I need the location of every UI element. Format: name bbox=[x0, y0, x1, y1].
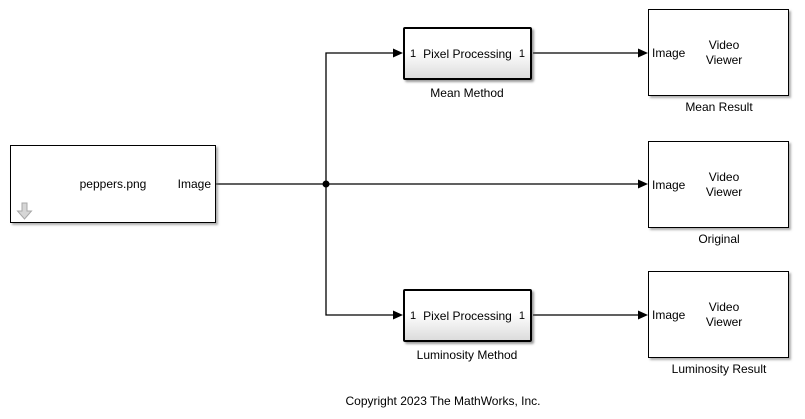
luminosity-method-outport-number: 1 bbox=[518, 309, 525, 322]
luminosity-method-block-label: Luminosity Method bbox=[416, 348, 518, 362]
mean-result-block-label: Mean Result bbox=[685, 100, 753, 114]
original-viewer-text: Video Viewer bbox=[705, 169, 743, 199]
mean-method-content: Pixel Processing bbox=[423, 46, 512, 61]
source-output-port-label: Image bbox=[177, 177, 211, 191]
mean-result-input-port-label: Image bbox=[652, 45, 686, 60]
mean-result-viewer-block[interactable]: Image Video Viewer bbox=[648, 9, 789, 96]
arrowhead-luminosity-result-input bbox=[638, 310, 648, 320]
wire-branch-to-mean-method[interactable] bbox=[325, 52, 395, 184]
image-source-block[interactable]: peppers.png Image bbox=[10, 145, 216, 223]
luminosity-result-input-port-label: Image bbox=[652, 307, 686, 322]
original-block-label: Original bbox=[698, 232, 740, 246]
mean-method-block-label: Mean Method bbox=[430, 86, 504, 100]
luminosity-result-block-label: Luminosity Result bbox=[671, 362, 767, 376]
original-viewer-block[interactable]: Image Video Viewer bbox=[648, 141, 789, 228]
download-arrow-icon bbox=[16, 202, 33, 220]
luminosity-result-viewer-text: Video Viewer bbox=[705, 299, 743, 329]
arrowhead-mean-result-input bbox=[638, 48, 648, 58]
mean-method-inport-number: 1 bbox=[410, 47, 417, 60]
arrowhead-luminosity-method-input bbox=[393, 310, 403, 320]
mean-result-viewer-text: Video Viewer bbox=[705, 37, 743, 67]
arrowhead-mean-method-input bbox=[393, 48, 403, 58]
mean-method-outport-number: 1 bbox=[518, 47, 525, 60]
luminosity-result-viewer-block[interactable]: Image Video Viewer bbox=[648, 271, 789, 358]
mean-method-block[interactable]: 1 Pixel Processing 1 bbox=[403, 27, 532, 80]
arrowhead-original-input bbox=[638, 179, 648, 189]
luminosity-method-content: Pixel Processing bbox=[423, 308, 512, 323]
original-input-port-label: Image bbox=[652, 177, 686, 192]
source-block-name: peppers.png bbox=[79, 177, 147, 191]
branch-point[interactable] bbox=[322, 180, 330, 188]
wire-branch-to-luminosity-method[interactable] bbox=[325, 184, 395, 316]
luminosity-method-block[interactable]: 1 Pixel Processing 1 bbox=[403, 289, 532, 342]
copyright-annotation: Copyright 2023 The MathWorks, Inc. bbox=[345, 394, 541, 408]
luminosity-method-inport-number: 1 bbox=[410, 309, 417, 322]
